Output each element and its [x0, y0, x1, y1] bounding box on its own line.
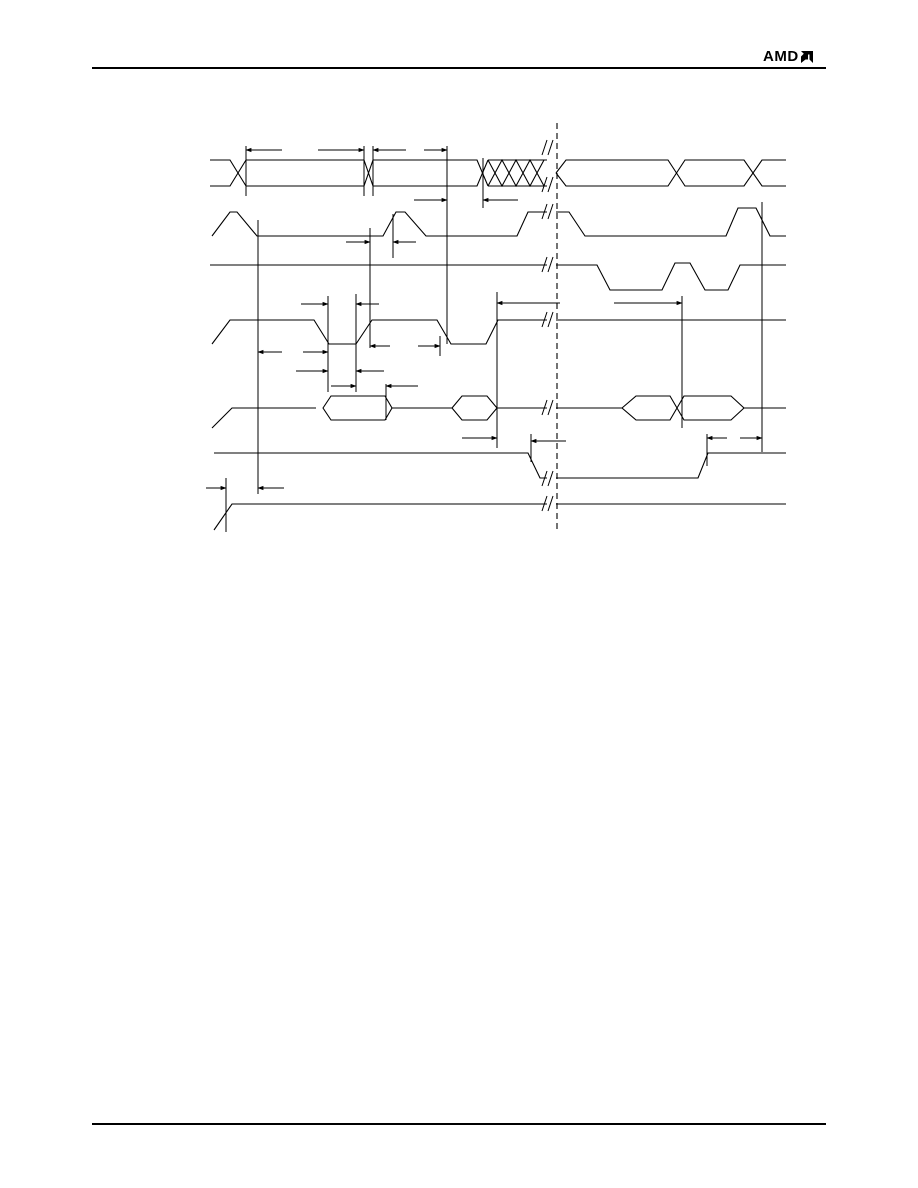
logo-text: AMD — [763, 48, 799, 65]
strobe-1-waveform — [211, 207, 786, 237]
page-header: AMD — [0, 0, 918, 80]
timing-arrows — [206, 147, 763, 491]
break-marks — [541, 139, 554, 512]
strobe-2-waveform — [210, 262, 786, 291]
timing-diagram — [206, 123, 786, 532]
header-rule — [92, 67, 826, 69]
supply-ramp-waveform — [213, 503, 786, 531]
strobe-4-waveform — [214, 452, 786, 479]
reference-lines — [225, 146, 763, 532]
strobe-3-waveform — [211, 319, 786, 345]
footer-rule — [92, 1123, 826, 1125]
data-bus-waveform — [211, 395, 786, 429]
amd-logo: AMD — [763, 49, 814, 65]
amd-arrow-logo-icon — [800, 51, 813, 63]
address-bus-waveform — [210, 158, 786, 188]
